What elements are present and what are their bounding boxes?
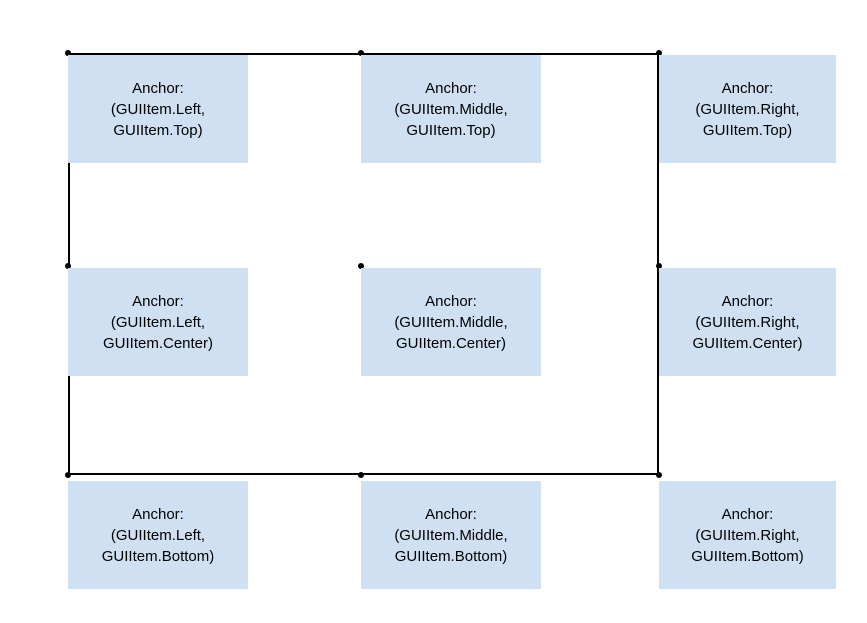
anchor-box-label: Anchor: (GUIItem.Middle, GUIItem.Bottom) [394,505,508,565]
anchor-box-middle-top[interactable]: Anchor: (GUIItem.Middle, GUIItem.Top) [361,55,541,163]
anchor-box-label: Anchor: (GUIItem.Left, GUIItem.Bottom) [101,505,215,565]
anchor-box-right-center[interactable]: Anchor: (GUIItem.Right, GUIItem.Center) [659,268,836,376]
anchor-dot-right-bottom [656,472,662,478]
anchor-box-label: Anchor: (GUIItem.Right, GUIItem.Top) [695,79,800,139]
anchor-box-label: Anchor: (GUIItem.Left, GUIItem.Center) [102,292,214,352]
anchor-box-label: Anchor: (GUIItem.Middle, GUIItem.Center) [394,292,508,352]
anchor-box-left-top[interactable]: Anchor: (GUIItem.Left, GUIItem.Top) [68,55,248,163]
anchor-box-right-top[interactable]: Anchor: (GUIItem.Right, GUIItem.Top) [659,55,836,163]
anchor-dot-middle-center [358,263,364,269]
anchor-dot-middle-top [358,50,364,56]
anchor-dot-left-bottom [65,472,71,478]
anchor-box-right-bottom[interactable]: Anchor: (GUIItem.Right, GUIItem.Bottom) [659,481,836,589]
anchor-dot-right-center [656,263,662,269]
anchor-box-label: Anchor: (GUIItem.Middle, GUIItem.Top) [394,79,508,139]
anchor-dot-left-top [65,50,71,56]
anchor-dot-middle-bottom [358,472,364,478]
anchor-dot-right-top [656,50,662,56]
anchor-box-left-bottom[interactable]: Anchor: (GUIItem.Left, GUIItem.Bottom) [68,481,248,589]
anchor-box-middle-center[interactable]: Anchor: (GUIItem.Middle, GUIItem.Center) [361,268,541,376]
anchor-box-left-center[interactable]: Anchor: (GUIItem.Left, GUIItem.Center) [68,268,248,376]
anchor-box-label: Anchor: (GUIItem.Right, GUIItem.Center) [692,292,803,352]
anchor-dot-left-center [65,263,71,269]
anchor-box-label: Anchor: (GUIItem.Left, GUIItem.Top) [110,79,206,139]
anchor-box-label: Anchor: (GUIItem.Right, GUIItem.Bottom) [691,505,804,565]
anchor-box-middle-bottom[interactable]: Anchor: (GUIItem.Middle, GUIItem.Bottom) [361,481,541,589]
